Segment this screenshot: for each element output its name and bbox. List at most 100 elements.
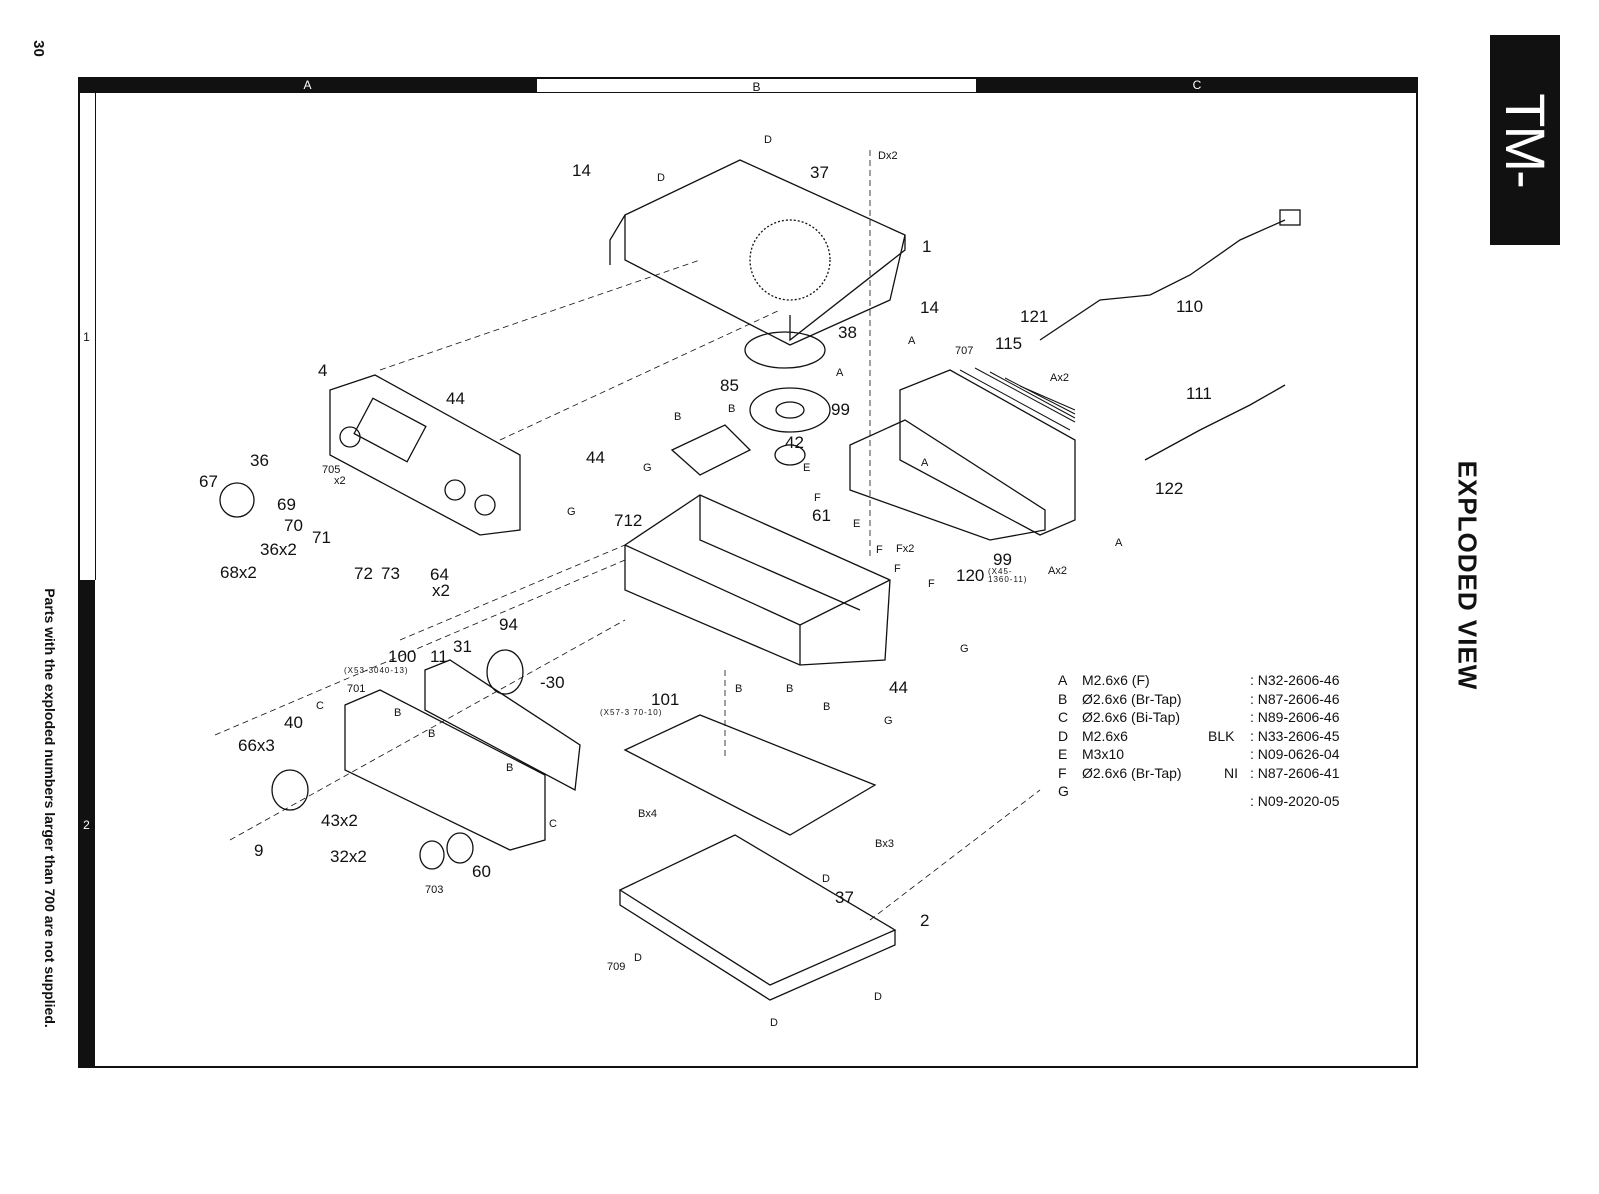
screw-callout: F: [894, 563, 901, 575]
heatsink: [849, 367, 1076, 541]
callout: 64: [430, 565, 449, 584]
screw-callout: B: [728, 403, 736, 415]
screw-callout: E: [803, 462, 811, 474]
callout-part-number: (X57-3 70-10): [600, 708, 663, 717]
screw-callout: B: [735, 683, 743, 695]
screw-callout: B: [428, 728, 436, 740]
callout: 709: [607, 961, 626, 973]
callout: 72: [354, 564, 373, 583]
callout: 101: [651, 690, 680, 709]
screw-callout: Ax2: [1048, 565, 1067, 577]
legend-key: E: [1058, 746, 1068, 762]
legend-spec: M3x10: [1082, 746, 1125, 762]
callout: 705: [322, 464, 341, 476]
grid-column-c: C: [976, 77, 1418, 93]
callout: 69: [277, 495, 296, 514]
legend-finish: BLK: [1208, 727, 1235, 744]
screw-callout: E: [853, 518, 861, 530]
callout: 43x2: [321, 811, 358, 830]
callout: 707: [955, 345, 974, 357]
callout: 701: [347, 683, 366, 695]
callout: 71: [312, 528, 331, 547]
legend-part: : N33-2606-45: [1250, 727, 1340, 744]
screw-callout: D: [874, 991, 882, 1003]
callout: 37: [810, 163, 829, 182]
row-1-bar-edge: [95, 93, 96, 580]
legend-key: G: [1058, 783, 1069, 799]
screw-callout: A: [921, 457, 929, 469]
front-subpanel: [271, 649, 581, 870]
screw-callout: B: [506, 762, 514, 774]
screw-callout: F: [814, 492, 821, 504]
callout: 100: [388, 647, 417, 666]
legend-part: : N32-2606-46: [1250, 672, 1340, 688]
legend-key: D: [1058, 727, 1069, 744]
row-2-bar: [78, 580, 95, 1068]
callout: 110: [1176, 297, 1204, 316]
screw-callout: D: [657, 172, 665, 184]
screw-callout: D: [770, 1017, 778, 1029]
legend-spec: M2.6x6 (F): [1082, 672, 1150, 688]
callout: 70: [284, 516, 303, 535]
callout: 36x2: [260, 540, 297, 559]
callout: 11: [430, 647, 448, 666]
screw-callout: G: [960, 643, 969, 655]
legend-part: : N09-0626-04: [1250, 746, 1340, 762]
callout: 14: [572, 161, 591, 180]
callout: 36: [250, 451, 269, 470]
callout: 42: [785, 433, 804, 452]
screw-callout: D: [764, 134, 772, 146]
callout: 1: [922, 237, 932, 256]
callout: 40: [284, 713, 303, 732]
screw-callout: G: [567, 506, 576, 518]
callout: 37: [835, 888, 854, 907]
callout: x2: [334, 475, 346, 487]
leader-lines: [214, 150, 1041, 921]
legend-key: C: [1058, 709, 1069, 725]
callout: 4: [318, 361, 328, 380]
callout: 60: [472, 862, 491, 881]
callout: 111: [1186, 384, 1212, 403]
legend-part: : N87-2606-41: [1250, 764, 1340, 781]
callout: 2: [920, 911, 930, 930]
legend-finish: NI: [1224, 764, 1238, 781]
callout: 44: [446, 389, 465, 408]
callout: 38: [838, 323, 857, 342]
callout: 120: [956, 566, 985, 585]
screw-callout: Bx4: [638, 808, 657, 820]
screw-callout: B: [394, 707, 402, 719]
callout: 14: [920, 298, 939, 317]
callout: 67: [199, 472, 218, 491]
legend-part: : N87-2606-46: [1250, 690, 1340, 707]
screw-callout: B: [823, 701, 831, 713]
callout: 99: [831, 400, 850, 419]
grid-column-b: B: [537, 77, 976, 94]
legend-key: A: [1058, 672, 1068, 688]
callout: 122: [1155, 479, 1184, 498]
callout: 61: [812, 506, 831, 525]
legend-spec: M2.6x6: [1082, 727, 1128, 744]
legend-spec: Ø2.6x6 (Br-Tap): [1082, 764, 1182, 781]
legend-part: : N89-2606-46: [1250, 709, 1340, 725]
screw-callout: Dx2: [878, 150, 898, 162]
callout: 68x2: [220, 563, 257, 582]
legend-key: B: [1058, 690, 1068, 707]
screw-callout: D: [822, 873, 830, 885]
legend-spec: Ø2.6x6 (Br-Tap): [1082, 690, 1182, 707]
screw-callout: D: [634, 952, 642, 964]
callout: 73: [381, 564, 400, 583]
pcb-board: [623, 424, 877, 836]
chassis: [624, 494, 891, 666]
callout: 44: [889, 678, 908, 697]
callout: 9: [254, 841, 264, 860]
legend-part: : N09-2020-05: [1250, 793, 1340, 809]
callout: 31: [453, 637, 472, 656]
screw-callout: A: [836, 367, 844, 379]
callout: 85: [720, 376, 739, 395]
front-panel: [219, 374, 521, 536]
callout: 66x3: [238, 736, 275, 755]
screw-callout: F: [928, 578, 935, 590]
callout: 94: [499, 615, 518, 634]
screw-callout: B: [674, 411, 682, 423]
